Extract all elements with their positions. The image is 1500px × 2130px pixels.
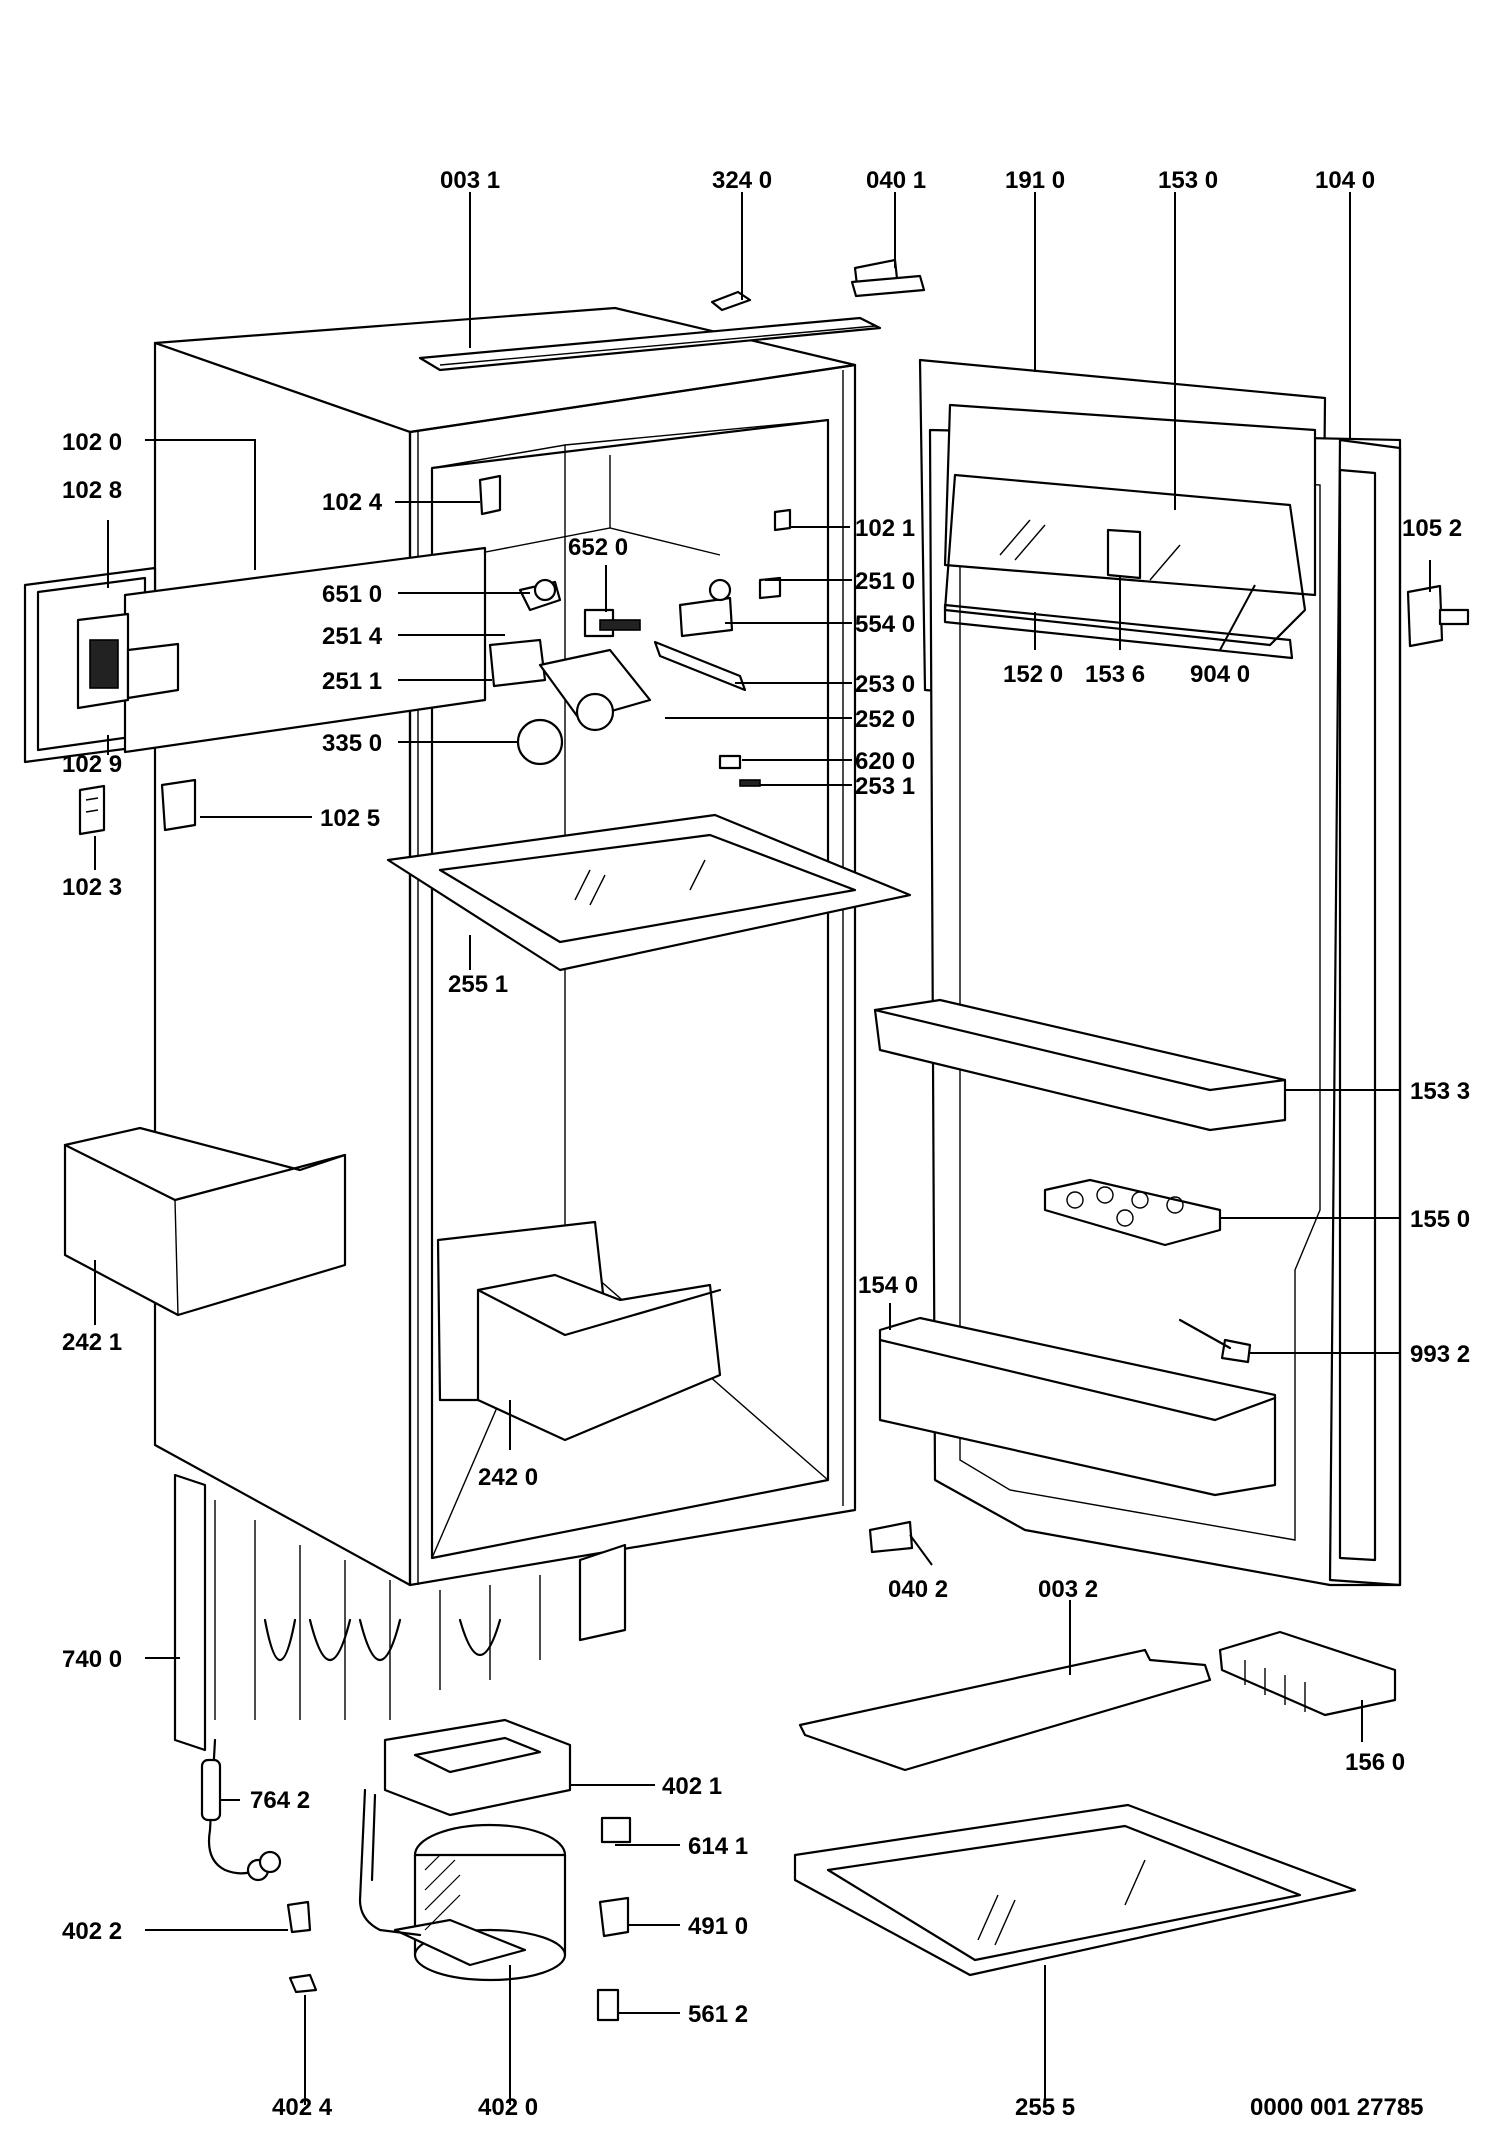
label-1530: 153 0: [1158, 167, 1218, 194]
label-3350: 335 0: [322, 730, 382, 757]
capillary-tube: [200, 1738, 282, 1882]
label-1550: 155 0: [1410, 1206, 1470, 1233]
label-1533: 153 3: [1410, 1078, 1470, 1105]
label-1536: 153 6: [1085, 661, 1145, 688]
ice-cube-tray: [1218, 1630, 1397, 1717]
leader-lines: [94, 192, 1431, 2105]
label-1029: 102 9: [62, 751, 122, 778]
label-6510: 651 0: [322, 581, 382, 608]
label-7400: 740 0: [62, 1646, 122, 1673]
label-1024: 102 4: [322, 489, 383, 516]
label-2420: 242 0: [478, 1464, 538, 1491]
label-3240: 324 0: [712, 167, 772, 194]
label-5612: 561 2: [688, 2001, 748, 2028]
label-2531: 253 1: [855, 773, 915, 800]
condenser-coil: [173, 1473, 627, 1752]
label-1025: 102 5: [320, 805, 380, 832]
label-6141: 614 1: [688, 1833, 748, 1860]
label-1910: 191 0: [1005, 167, 1065, 194]
small-brackets-left: [78, 778, 197, 836]
label-2421: 242 1: [62, 1329, 122, 1356]
glass-shelf-lower: [793, 1803, 1357, 1977]
label-1028: 102 8: [62, 477, 122, 504]
label-4024: 402 4: [272, 2094, 333, 2121]
label-2520: 252 0: [855, 706, 915, 733]
label-6200: 620 0: [855, 748, 915, 775]
label-2514: 251 4: [322, 623, 383, 650]
part-labels: 003 1 324 0 040 1 191 0 153 0 104 0 102 …: [62, 167, 1470, 2121]
label-2551: 255 1: [448, 971, 508, 998]
door-assembly: [873, 358, 1470, 1587]
light-cover-panel: [23, 546, 487, 764]
crisper-drawer-2420: [436, 1220, 722, 1442]
label-2510: 251 0: [855, 568, 915, 595]
cover-strip-0032: [798, 1648, 1212, 1772]
hinge-parts-top: [710, 258, 926, 312]
label-0031-top: 003 1: [440, 167, 500, 194]
label-1052: 105 2: [1402, 515, 1462, 542]
label-1540: 154 0: [858, 1272, 918, 1299]
label-1520: 152 0: [1003, 661, 1063, 688]
label-2555: 255 5: [1015, 2094, 1075, 2121]
label-7642: 764 2: [250, 1787, 310, 1814]
label-1020: 102 0: [62, 429, 122, 456]
label-1040: 104 0: [1315, 167, 1375, 194]
compressor-tray: [383, 1718, 572, 1817]
compressor: [358, 1788, 567, 1982]
label-9932: 993 2: [1410, 1341, 1470, 1368]
label-1021: 102 1: [855, 515, 915, 542]
label-4910: 491 0: [688, 1913, 748, 1940]
label-1023: 102 3: [62, 874, 122, 901]
control-components: [478, 474, 792, 787]
small-parts: [286, 1520, 914, 2022]
label-4022: 402 2: [62, 1918, 122, 1945]
label-9040: 904 0: [1190, 661, 1250, 688]
label-0032: 003 2: [1038, 1576, 1098, 1603]
label-2530: 253 0: [855, 671, 915, 698]
balcony-bin-2421: [63, 1126, 347, 1317]
label-0402: 040 2: [888, 1576, 948, 1603]
label-5540: 554 0: [855, 611, 915, 638]
label-1560: 156 0: [1345, 1749, 1405, 1776]
label-4021: 402 1: [662, 1773, 722, 1800]
label-2511: 251 1: [322, 668, 382, 695]
label-6520: 652 0: [568, 534, 628, 561]
glass-shelf-upper: [386, 813, 912, 972]
document-number: 0000 001 27785: [1250, 2094, 1424, 2121]
label-4020: 402 0: [478, 2094, 538, 2121]
label-0401: 040 1: [866, 167, 926, 194]
